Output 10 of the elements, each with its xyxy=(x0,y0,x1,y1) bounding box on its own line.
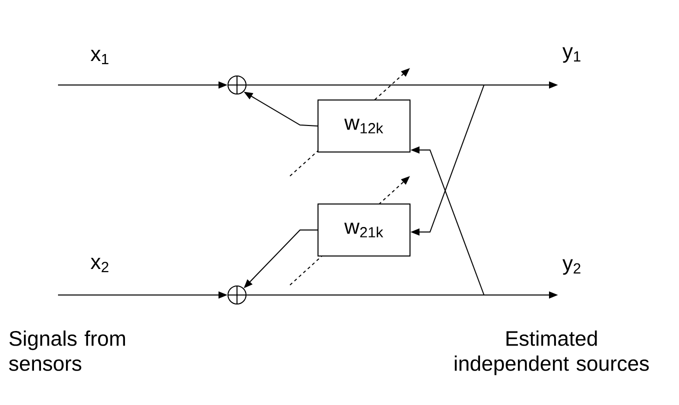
sum-circle xyxy=(228,286,246,304)
signal-label: x$_{1}$ xyxy=(90,50,108,64)
signal-label: y$_{1}$ xyxy=(562,47,580,63)
weight-box: w$_{21k}$ xyxy=(318,204,410,256)
signal-label: y$_{2}$ xyxy=(562,259,580,275)
sum-circle xyxy=(228,76,246,94)
caption-text: Signals from sensors xyxy=(9,330,125,371)
caption-text: Estimated independent sources xyxy=(454,330,649,376)
weight-box: w$_{12k}$ xyxy=(318,100,410,152)
signal-label: x$_{2}$ xyxy=(90,258,108,272)
